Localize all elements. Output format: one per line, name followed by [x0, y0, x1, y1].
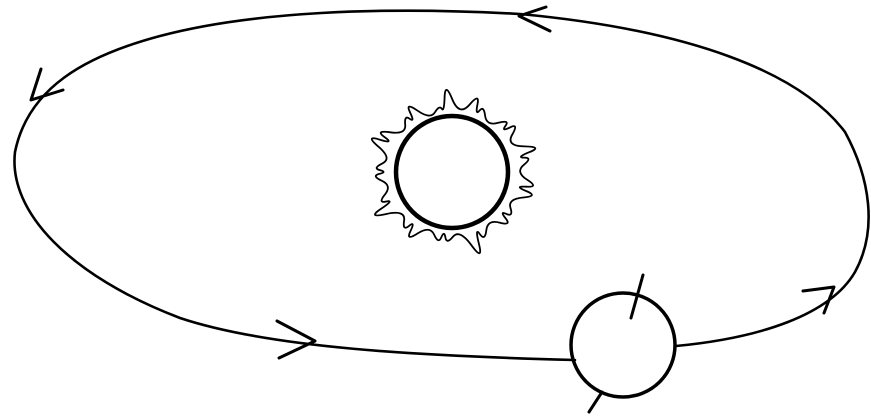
- earth-axis-lower: [589, 392, 602, 412]
- sun-icon: [372, 90, 535, 253]
- sun-disk: [396, 116, 508, 228]
- earth-body: [571, 293, 675, 397]
- orbit-arrow-left: [31, 69, 63, 100]
- orbit-arrow-right: [803, 287, 834, 313]
- earth-icon: [571, 275, 675, 412]
- orbit-arrow-top: [519, 7, 550, 31]
- orbit-path: [14, 11, 868, 360]
